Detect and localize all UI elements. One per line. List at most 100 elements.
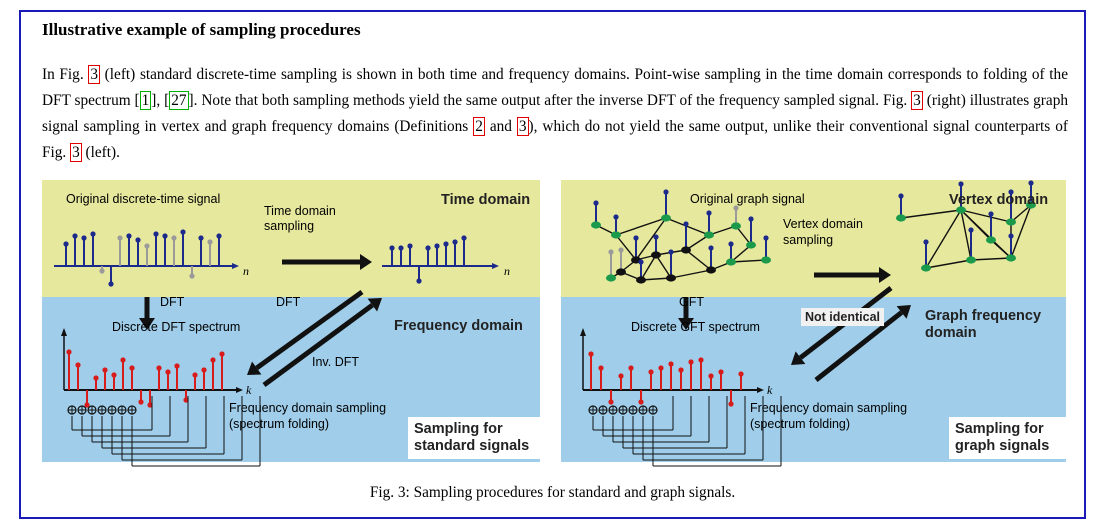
vertex-sampling-label-1: Vertex domain bbox=[783, 217, 863, 231]
para-text: (right) illustrates graph signal samplin… bbox=[42, 92, 1068, 135]
gft-down-label: GFT bbox=[679, 295, 704, 309]
graph-signal-marker bbox=[763, 235, 769, 241]
graph-frequency-title-1: Graph frequency bbox=[925, 308, 1042, 324]
axis-n-label: n bbox=[504, 264, 510, 278]
graph-signal-marker bbox=[683, 221, 689, 227]
box-title: Illustrative example of sampling procedu… bbox=[42, 20, 361, 39]
graph-node bbox=[661, 214, 671, 222]
vertex-domain-band bbox=[561, 180, 1066, 297]
sampled-signal-marker bbox=[988, 211, 994, 217]
figure-ref-link[interactable]: 3 bbox=[70, 143, 82, 162]
graph-spectrum-sample-marker bbox=[628, 365, 634, 371]
figure-ref-link[interactable]: 3 bbox=[911, 91, 923, 110]
inverse-diagonal-arrow-shaft bbox=[814, 310, 904, 382]
sampled-signal-marker bbox=[1008, 233, 1014, 239]
inverse-diagonal-arrow-head bbox=[896, 305, 911, 319]
graph-node bbox=[731, 222, 741, 230]
sampled-graph-edge bbox=[960, 209, 972, 261]
body-paragraph: In Fig. 3 (left) standard discrete-time … bbox=[42, 62, 1068, 166]
sampled-sample-marker bbox=[407, 243, 413, 249]
graph-signal-marker bbox=[618, 247, 624, 253]
original-graph-label: Original graph signal bbox=[690, 192, 805, 206]
time-sampling-label-2: sampling bbox=[264, 219, 315, 233]
inv-dft-label: Inv. DFT bbox=[312, 355, 359, 369]
para-text: In Fig. bbox=[42, 66, 89, 83]
dft-down-label: DFT bbox=[160, 295, 185, 309]
sampled-sample-marker bbox=[443, 241, 449, 247]
freq-sampling-label-2: (spectrum folding) bbox=[229, 417, 330, 431]
sampled-sample-marker bbox=[389, 245, 395, 251]
axis-n-label: n bbox=[243, 264, 249, 278]
time-sampling-label-1: Time domain bbox=[264, 204, 336, 218]
time-sample-marker bbox=[216, 233, 222, 239]
corner-title-2: graph signals bbox=[955, 438, 1050, 454]
freq-sampling-label-1: Frequency domain sampling bbox=[229, 401, 387, 415]
figure-caption: Fig. 3: Sampling procedures for standard… bbox=[369, 484, 736, 501]
graph-spectrum-sample-marker bbox=[738, 371, 744, 377]
graph-spectrum-sample-marker bbox=[588, 351, 594, 357]
graph-edge bbox=[635, 217, 667, 261]
not-identical-label: Not identical bbox=[801, 308, 885, 326]
graph-spectrum-sample-marker bbox=[728, 401, 734, 407]
graph-signal-marker bbox=[613, 214, 619, 220]
time-sample-marker bbox=[180, 229, 186, 235]
sampled-graph-node bbox=[966, 256, 976, 264]
graph-signal-marker bbox=[663, 189, 669, 195]
graph-edge bbox=[615, 234, 637, 261]
graph-spectrum-sample-marker bbox=[598, 365, 604, 371]
dft-diagonal-label: DFT bbox=[276, 295, 301, 309]
sampled-graph-edge bbox=[925, 259, 972, 269]
dft-spectrum-label: Discrete DFT spectrum bbox=[112, 320, 241, 334]
sampled-graph-node bbox=[986, 236, 996, 244]
time-domain-title: Time domain bbox=[441, 192, 531, 208]
graph-node bbox=[636, 276, 646, 284]
axis-k-label: k bbox=[767, 383, 773, 397]
definition-ref-link[interactable]: 3 bbox=[516, 117, 529, 136]
graph-sampling-figure: Original graph signal Vertex domain samp… bbox=[561, 180, 1066, 467]
sampled-graph-node bbox=[956, 206, 966, 214]
graph-edge bbox=[685, 234, 710, 251]
graph-node bbox=[616, 268, 626, 276]
time-sample-marker bbox=[171, 235, 177, 241]
sampled-signal-marker bbox=[1008, 189, 1014, 195]
definition-ref-link[interactable]: 2 bbox=[473, 117, 485, 136]
para-text: (left) standard discrete-time sampling i… bbox=[42, 66, 1068, 109]
time-sample-marker bbox=[108, 281, 114, 287]
frequency-axis-arrowhead bbox=[236, 387, 243, 393]
para-text: ]. Note that both sampling methods yield… bbox=[188, 92, 912, 109]
sampled-signal-marker bbox=[958, 181, 964, 187]
sampled-sample-marker bbox=[425, 245, 431, 251]
graph-spectrum-sample-marker bbox=[678, 367, 684, 373]
graph-edge bbox=[730, 244, 752, 263]
figure-ref-link[interactable]: 3 bbox=[88, 65, 100, 84]
graph-signal-marker bbox=[608, 249, 614, 255]
graph-frequency-y-arrowhead bbox=[580, 328, 586, 336]
graph-spectrum-sample-marker bbox=[648, 369, 654, 375]
graph-signal-marker bbox=[728, 241, 734, 247]
graph-signal-marker bbox=[733, 205, 739, 211]
sampled-sample-marker bbox=[452, 239, 458, 245]
corner-title-1: Sampling for bbox=[414, 421, 503, 437]
sampled-graph-edge bbox=[960, 209, 1012, 223]
vertex-sampling-label-2: sampling bbox=[783, 233, 834, 247]
spectrum-sample-marker bbox=[156, 365, 162, 371]
graph-edge bbox=[735, 225, 752, 246]
time-sample-marker bbox=[189, 273, 195, 279]
graph-edge bbox=[640, 277, 672, 281]
spectrum-sample-marker bbox=[111, 372, 117, 378]
time-sample-marker bbox=[90, 231, 96, 237]
frequency-y-arrowhead bbox=[61, 328, 67, 336]
original-signal-label: Original discrete-time signal bbox=[66, 192, 221, 206]
sampled-sample-marker bbox=[398, 245, 404, 251]
spectrum-sample-marker bbox=[84, 402, 90, 408]
time-sample-marker bbox=[207, 239, 213, 245]
graph-node bbox=[606, 274, 616, 282]
graph-node bbox=[651, 251, 661, 259]
sampled-graph-edge bbox=[970, 257, 1012, 261]
citation-link[interactable]: 1 bbox=[139, 91, 152, 110]
standard-sampling-diagram bbox=[54, 229, 499, 467]
time-sampling-arrow-head bbox=[360, 254, 372, 270]
citation-link[interactable]: 27 bbox=[169, 91, 189, 110]
spectrum-sample-marker bbox=[192, 372, 198, 378]
graph-edge bbox=[655, 254, 672, 279]
